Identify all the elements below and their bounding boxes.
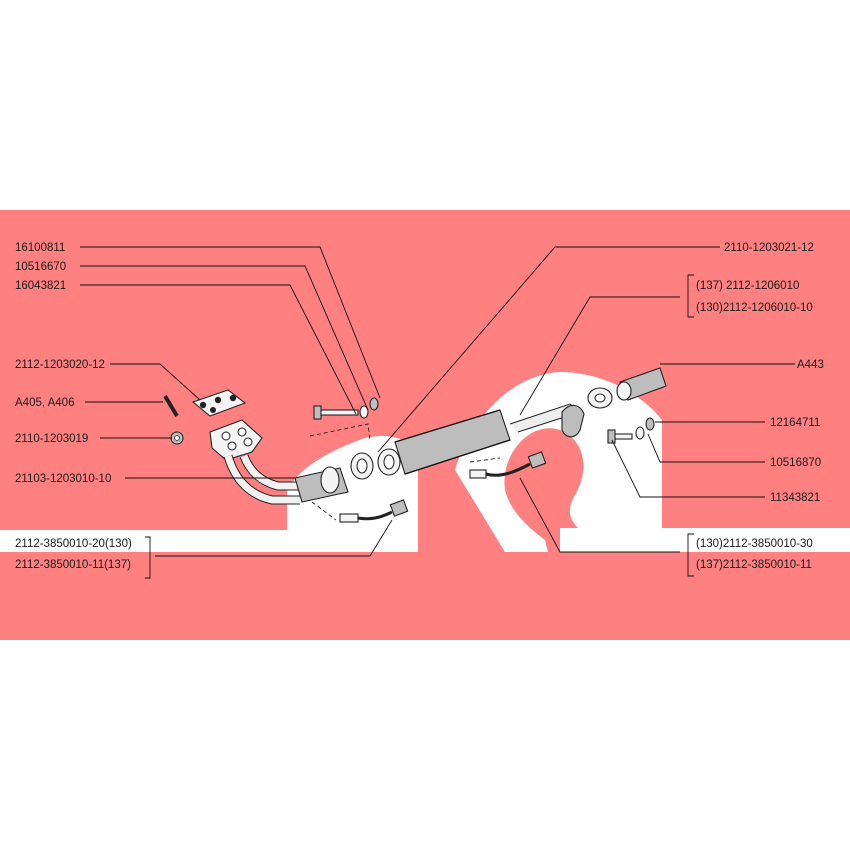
label-10516670: 10516670 — [15, 261, 66, 273]
white-region-right — [455, 372, 662, 552]
nut — [170, 431, 184, 445]
bracket-right-top — [687, 274, 694, 318]
leader-lines — [80, 246, 795, 557]
label-21103-1203010-10: 21103-1203010-10 — [15, 473, 111, 485]
label-2110-1203019: 2110-1203019 — [15, 433, 88, 445]
label-130-2112-3850010-30: (130)2112-3850010-30 — [696, 538, 813, 550]
bolt-set-left — [313, 397, 379, 420]
oxygen-sensor-right — [469, 451, 547, 479]
bracket-left — [145, 536, 151, 579]
label-137-2112-3850010-11: (137)2112-3850010-11 — [696, 559, 812, 571]
label-bar-left — [0, 530, 418, 552]
label-2110-1203021-12: 2110-1203021-12 — [724, 242, 814, 254]
label-130-2112-1206010-10: (130)2112-1206010-10 — [696, 302, 813, 314]
label-16100811: 16100811 — [15, 242, 65, 254]
label-2112-1203020-12: 2112-1203020-12 — [15, 359, 105, 371]
label-11343821: 11343821 — [770, 492, 820, 504]
front-pipe — [223, 454, 300, 505]
label-2112-3850010-11-137: 2112-3850010-11(137) — [15, 559, 131, 571]
label-a405-a406: A405, A406 — [15, 397, 74, 409]
bracket-right-bottom — [687, 533, 694, 577]
oxygen-sensor-left — [339, 499, 409, 523]
rear-flange — [587, 387, 613, 409]
flange-gaskets — [350, 448, 401, 480]
muffler-inlet — [616, 367, 667, 401]
label-2112-3850010-20-130: 2112-3850010-20(130) — [15, 538, 132, 550]
label-137-2112-1206010: (137) 2112-1206010 — [696, 280, 799, 292]
label-bar-right — [560, 528, 850, 552]
label-10516870: 10516870 — [770, 457, 821, 469]
dash-left-sensor — [311, 501, 337, 521]
manifold-flange — [209, 419, 263, 461]
dash-left-bolts — [309, 423, 371, 441]
front-catalyst — [294, 466, 349, 503]
dash-right-sensor — [469, 457, 501, 463]
label-12164711: 12164711 — [770, 417, 820, 429]
diagram-panel — [0, 210, 850, 640]
label-a443: A443 — [797, 359, 824, 371]
stud-pin — [163, 394, 179, 418]
bolt-set-right — [607, 417, 655, 444]
label-16043821: 16043821 — [15, 280, 66, 292]
manifold-gasket — [191, 389, 247, 417]
rear-hanger — [561, 404, 585, 438]
